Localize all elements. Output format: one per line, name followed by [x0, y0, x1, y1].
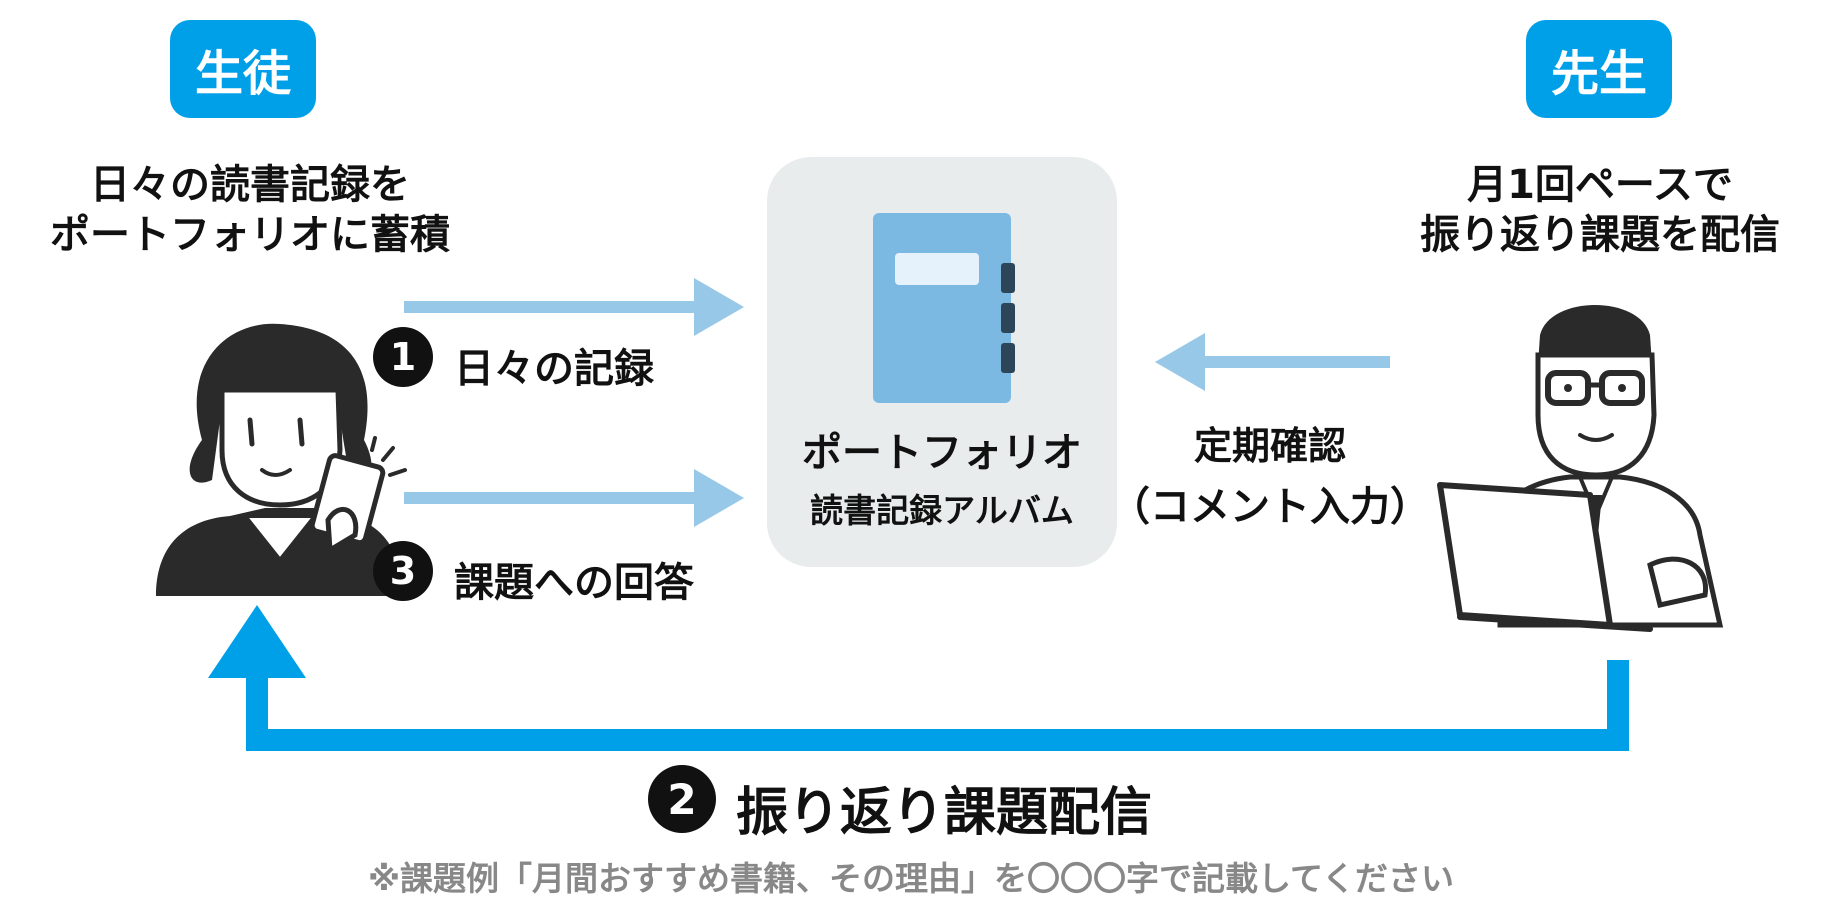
portfolio-subtitle: 読書記録アルバム: [810, 491, 1074, 530]
portfolio-book-icon: [873, 213, 1015, 403]
step2-number: 2: [648, 765, 716, 833]
student-badge: 生徒: [170, 20, 316, 118]
step2-label: 振り返り課題配信: [736, 783, 1153, 843]
step3-number: 3: [373, 541, 433, 601]
step1-label: 日々の記録: [454, 346, 654, 392]
step3-label: 課題への回答: [454, 560, 694, 606]
teacher-laptop: [1437, 482, 1613, 628]
arrow-teacher-check: [1155, 333, 1390, 391]
teacher-hair: [1538, 305, 1652, 365]
arrow-step3: [404, 469, 744, 527]
teacher-heading-line1: 月1回ペースで: [1467, 162, 1733, 208]
step1-number: 1: [373, 327, 433, 387]
portfolio-title: ポートフォリオ: [802, 430, 1082, 476]
student-illustration: [156, 323, 407, 596]
arrow-step2-return: [208, 605, 1629, 751]
teacher-comment-label: （コメント入力）: [1110, 484, 1430, 530]
student-heading-line1: 日々の読書記録を: [90, 162, 410, 208]
arrow-step1: [404, 278, 744, 336]
teacher-heading: 月1回ペースで 振り返り課題を配信: [1380, 160, 1820, 260]
teacher-heading-line2: 振り返り課題を配信: [1420, 212, 1780, 258]
student-heading: 日々の読書記録を ポートフォリオに蓄積: [10, 160, 490, 260]
teacher-badge: 先生: [1526, 20, 1672, 118]
teacher-check-label: 定期確認: [1193, 424, 1346, 468]
teacher-illustration: [1437, 305, 1724, 632]
assignment-example-note: ※課題例「月間おすすめ書籍、その理由」を〇〇〇字で記載してください: [367, 859, 1455, 898]
student-heading-line2: ポートフォリオに蓄積: [50, 212, 450, 258]
